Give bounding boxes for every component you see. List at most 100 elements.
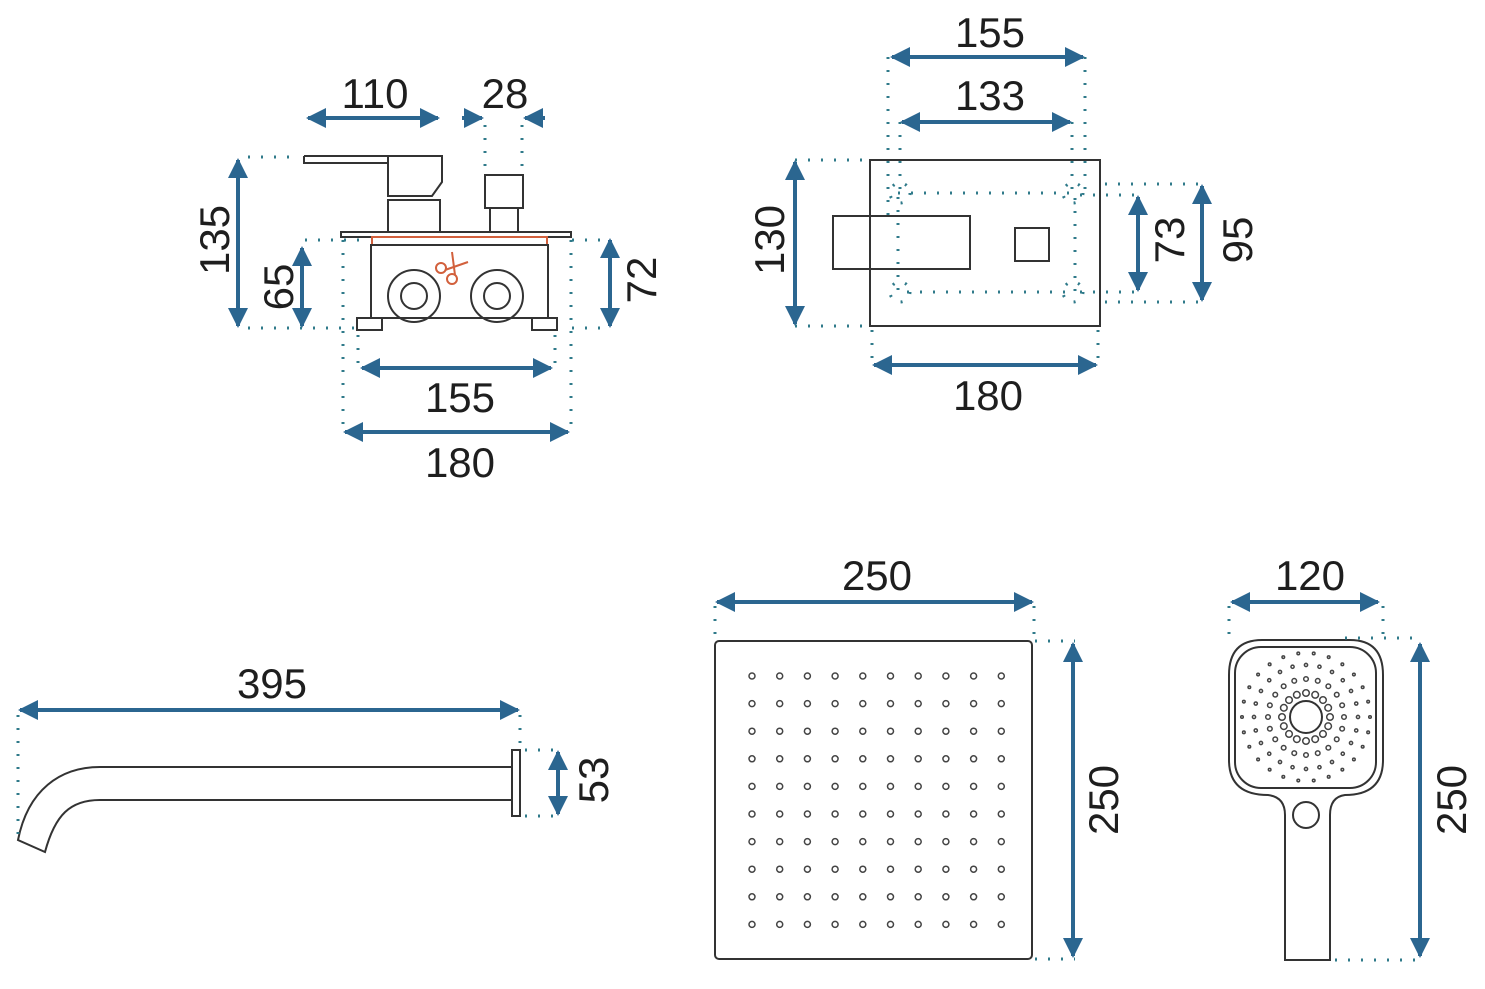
dim-label-250: 250 [1428, 765, 1475, 835]
nozzle-dot [748, 727, 756, 735]
nozzle-dot [886, 837, 895, 846]
nozzle-dot [748, 920, 756, 929]
nozzle-dot [1247, 685, 1252, 690]
nozzle-dot [942, 920, 950, 929]
nozzle-dot [1292, 735, 1301, 744]
nozzle-dot [1311, 690, 1320, 699]
mixer-front-outline [832, 159, 1101, 327]
nozzle-dot [1340, 677, 1346, 683]
nozzle-dot [1277, 759, 1283, 765]
nozzle-dot [942, 893, 950, 901]
nozzle-dot [1258, 688, 1264, 694]
nozzle-dot [1241, 699, 1246, 704]
nozzle-dot [1351, 672, 1356, 677]
nozzle-dot [1339, 725, 1346, 732]
nozzle-dot [831, 755, 839, 763]
hand-shower-center [1289, 700, 1323, 734]
dim-label-180: 180 [953, 372, 1023, 419]
nozzle-dot [997, 755, 1006, 763]
nozzle-dot [914, 755, 922, 763]
spout-outline [16, 766, 513, 854]
rain-shower-view: 250 250 [713, 552, 1127, 961]
nozzle-dot [942, 755, 950, 763]
nozzle-dot [1241, 730, 1246, 735]
dim-label-53: 53 [570, 757, 617, 804]
hand-shower-nozzles [1239, 651, 1373, 783]
rain-shower-outline [714, 640, 1033, 960]
nozzle-dot [748, 810, 756, 818]
nozzle-dot [942, 699, 950, 708]
nozzle-dot [1340, 713, 1348, 721]
nozzle-dot [1256, 672, 1261, 677]
nozzle-dot [775, 699, 784, 708]
nozzle-dot [1340, 662, 1345, 667]
nozzle-dot [1258, 740, 1264, 746]
nozzle-dot [1324, 703, 1333, 712]
nozzle-dot [1366, 699, 1371, 704]
nozzle-dot [914, 837, 922, 846]
nozzle-dot [914, 699, 922, 708]
nozzle-dot [1317, 664, 1322, 670]
nozzle-dot [748, 893, 756, 901]
nozzle-dot [1329, 669, 1335, 675]
nozzle-dot [997, 782, 1006, 791]
nozzle-dot [1329, 759, 1335, 765]
nozzle-dot [775, 837, 784, 846]
nozzle-dot [942, 672, 950, 680]
nozzle-dot [997, 727, 1006, 735]
dim-label-250-width: 250 [842, 552, 912, 599]
nozzle-dot [914, 727, 922, 735]
dim-label-73: 73 [1146, 217, 1193, 264]
nozzle-dot [1355, 714, 1361, 720]
nozzle-dot [1303, 662, 1309, 668]
nozzle-dot [1291, 750, 1298, 757]
nozzle-dot [1253, 701, 1259, 706]
dim-label-65: 65 [255, 264, 302, 311]
nozzle-dot [942, 865, 950, 873]
nozzle-dot [803, 893, 812, 901]
nozzle-dot [831, 920, 839, 929]
dim-label-250-height: 250 [1080, 765, 1127, 835]
nozzle-dot [775, 727, 784, 735]
nozzle-dot [969, 893, 978, 901]
extension-lines [795, 57, 1205, 365]
nozzle-dot [831, 893, 839, 901]
nozzle-dot [831, 699, 839, 708]
nozzle-dot [1353, 728, 1359, 733]
nozzle-dot [1301, 688, 1311, 698]
nozzle-dot [942, 810, 950, 818]
nozzle-dot [886, 920, 895, 929]
nozzle-dot [803, 699, 812, 708]
dim-label-180: 180 [425, 439, 495, 486]
nozzle-dot [969, 755, 978, 763]
nozzle-dot [775, 672, 784, 680]
nozzle-dot [775, 893, 784, 901]
nozzle-dot [831, 782, 839, 791]
nozzle-dot [1266, 677, 1272, 683]
nozzle-dot [748, 699, 756, 708]
nozzle-dot [1281, 655, 1286, 660]
nozzle-dot [969, 837, 978, 846]
nozzle-dot [997, 865, 1006, 873]
nozzle-dot [1311, 778, 1316, 783]
nozzle-dot [1266, 751, 1272, 757]
nozzle-dot [886, 810, 895, 818]
nozzle-dot [1348, 688, 1354, 694]
hand-shower-face [1234, 646, 1377, 789]
extension-lines [16, 715, 560, 840]
nozzle-dot [1284, 729, 1294, 739]
nozzle-dot [997, 810, 1006, 818]
nozzle-dot [969, 699, 978, 708]
dim-label-28: 28 [482, 70, 529, 117]
extension-lines [1227, 606, 1420, 962]
nozzle-dot [997, 920, 1006, 929]
nozzle-dot [859, 865, 867, 873]
nozzle-dot [886, 727, 895, 735]
nozzle-dot [1303, 766, 1309, 772]
nozzle-dot [1280, 744, 1287, 751]
nozzle-dot [1333, 691, 1340, 698]
nozzle-dot [886, 699, 895, 708]
nozzle-dot [1333, 736, 1340, 743]
spout-flange [511, 749, 521, 817]
